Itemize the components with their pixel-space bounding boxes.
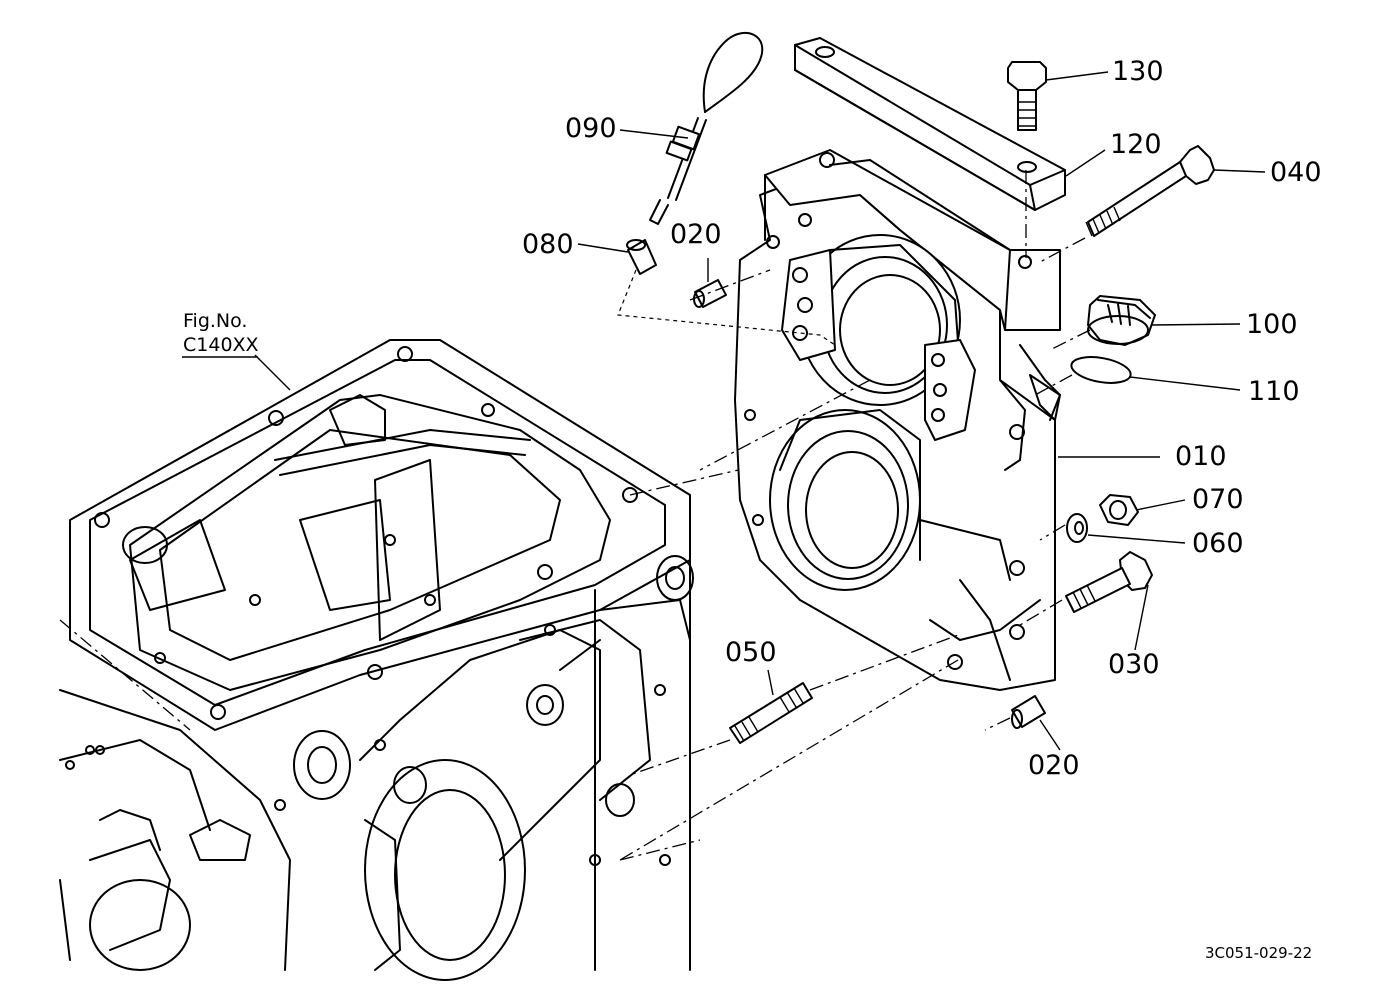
bolt-130 [1007, 61, 1047, 131]
dowel-020-lower [1011, 695, 1046, 729]
label-130: 130 [1112, 56, 1164, 87]
frame-holes [65, 346, 671, 866]
dowel-020-upper [693, 279, 727, 308]
drawing-code: 3C051-029-22 [1205, 944, 1312, 962]
washer-060 [1066, 513, 1088, 543]
label-020-upper: 020 [670, 219, 722, 250]
bolt-040 [1085, 145, 1215, 237]
plate-120 [794, 37, 1066, 211]
dipstick-090 [649, 31, 764, 225]
label-040: 040 [1270, 157, 1322, 188]
label-050: 050 [725, 637, 777, 668]
gear-case-010 [734, 149, 1061, 691]
fig-no-label: Fig.No. [183, 310, 247, 332]
plug-100 [1087, 295, 1156, 346]
leader-lines [254, 71, 1266, 751]
label-030: 030 [1108, 649, 1160, 680]
label-090: 090 [565, 113, 617, 144]
sleeve-080 [626, 239, 657, 275]
label-060: 060 [1192, 528, 1244, 559]
figure-reference: Fig.No. C140XX [182, 310, 259, 358]
part-labels: 130 120 040 090 080 020 100 110 010 070 … [522, 56, 1322, 781]
o-ring-110 [1070, 356, 1132, 384]
label-010: 010 [1175, 441, 1227, 472]
label-020-lower: 020 [1028, 750, 1080, 781]
assembly-lines [617, 170, 1091, 861]
label-100: 100 [1246, 309, 1298, 340]
label-080: 080 [522, 229, 574, 260]
nut-070 [1099, 494, 1139, 526]
fig-no-value: C140XX [183, 334, 259, 356]
bolt-030 [1065, 551, 1153, 613]
stud-050 [729, 682, 813, 744]
label-120: 120 [1110, 129, 1162, 160]
label-110: 110 [1248, 376, 1300, 407]
label-070: 070 [1192, 484, 1244, 515]
